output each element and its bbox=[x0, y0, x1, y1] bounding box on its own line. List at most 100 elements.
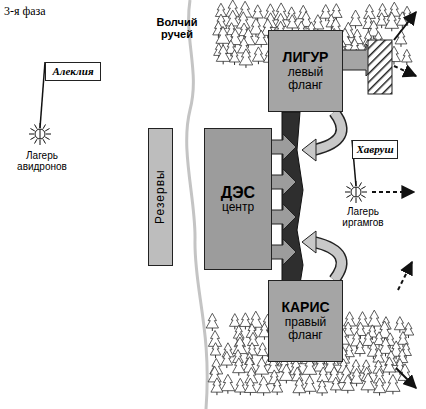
map-stroke bbox=[376, 13, 386, 25]
map-stroke bbox=[359, 354, 360, 357]
map-stroke bbox=[322, 393, 323, 396]
map-stroke bbox=[279, 364, 293, 380]
map-stroke bbox=[261, 44, 262, 47]
map-stroke bbox=[398, 331, 409, 344]
map-stroke bbox=[314, 242, 342, 280]
map-stroke bbox=[330, 377, 341, 390]
map-stroke bbox=[211, 378, 223, 392]
map-stroke bbox=[223, 61, 224, 64]
map-stroke bbox=[235, 378, 247, 392]
map-stroke bbox=[271, 239, 296, 265]
map-stroke bbox=[394, 66, 416, 76]
map-stroke bbox=[35, 139, 38, 143]
camp-name: Лагерь авидронов bbox=[6, 150, 78, 172]
map-stroke bbox=[345, 192, 350, 193]
camps bbox=[29, 123, 367, 203]
map-stroke bbox=[403, 322, 414, 335]
map-stroke bbox=[351, 182, 354, 186]
map-stroke bbox=[286, 380, 287, 383]
map-stroke bbox=[244, 378, 256, 392]
map-stroke bbox=[221, 351, 233, 365]
map-stroke bbox=[229, 314, 240, 327]
map-stroke bbox=[346, 187, 350, 190]
stream-name: Волчий ручей bbox=[144, 16, 210, 40]
map-stroke bbox=[237, 38, 250, 53]
unit-name: ЛИГУР bbox=[283, 50, 329, 65]
map-stroke bbox=[40, 140, 41, 145]
map-stroke bbox=[277, 392, 278, 395]
army-flag: Алеклия bbox=[45, 62, 101, 81]
unit-role: левый фланг bbox=[277, 66, 334, 92]
map-stroke bbox=[361, 195, 365, 198]
map-stroke bbox=[359, 197, 362, 201]
map-stroke bbox=[406, 62, 407, 65]
map-stroke bbox=[238, 373, 239, 376]
map-stroke bbox=[255, 357, 269, 374]
map-stroke bbox=[30, 129, 34, 132]
map-stroke bbox=[29, 134, 34, 135]
map-stroke bbox=[356, 187, 357, 197]
map-stroke bbox=[356, 312, 368, 326]
map-stroke bbox=[240, 392, 241, 395]
unit-name: КАРИС bbox=[281, 300, 329, 315]
map-stroke bbox=[233, 337, 247, 354]
map-stroke bbox=[402, 344, 403, 347]
hatched-unit bbox=[368, 40, 392, 94]
map-stroke bbox=[30, 137, 34, 140]
map-stroke bbox=[325, 18, 326, 21]
map-stroke bbox=[302, 231, 316, 253]
map-stroke bbox=[351, 187, 361, 197]
map-stroke bbox=[292, 367, 303, 381]
map-stroke bbox=[402, 49, 413, 62]
map-stroke bbox=[258, 61, 259, 64]
map-stroke bbox=[349, 10, 362, 26]
map-stroke bbox=[226, 10, 239, 26]
map-stroke bbox=[379, 338, 392, 354]
map-stroke bbox=[396, 368, 416, 388]
map-stroke bbox=[396, 356, 397, 359]
map-stroke bbox=[394, 12, 416, 40]
unit-name: Алеклия bbox=[52, 65, 93, 77]
map-stroke bbox=[306, 26, 307, 29]
flank-unit: КАРИСправый фланг bbox=[268, 280, 343, 362]
map-stroke bbox=[356, 383, 357, 386]
map-stroke bbox=[335, 390, 336, 393]
map-stroke bbox=[210, 343, 220, 355]
map-stroke bbox=[287, 15, 298, 28]
map-stroke bbox=[368, 310, 381, 326]
map-stroke bbox=[359, 182, 362, 186]
map-stroke bbox=[373, 378, 385, 393]
forest bbox=[206, 0, 414, 396]
map-stroke bbox=[362, 192, 367, 193]
map-stroke bbox=[233, 358, 245, 373]
map-stroke bbox=[216, 392, 217, 395]
map-stroke bbox=[317, 367, 329, 382]
map-stroke bbox=[373, 36, 374, 39]
map-stroke bbox=[391, 28, 392, 31]
map-stroke bbox=[208, 366, 221, 382]
map-stroke bbox=[40, 129, 41, 139]
map-stroke bbox=[303, 375, 316, 391]
map-stroke bbox=[348, 335, 349, 338]
map-stroke bbox=[216, 26, 230, 43]
flank-arrows bbox=[302, 112, 342, 280]
map-stroke bbox=[351, 197, 354, 201]
map-stroke bbox=[385, 353, 386, 356]
map-stroke bbox=[245, 326, 246, 329]
phase-title: 3-я фаза bbox=[4, 5, 46, 18]
map-stroke bbox=[255, 30, 267, 44]
map-stroke bbox=[361, 187, 365, 190]
map-stroke bbox=[385, 12, 399, 28]
map-stroke bbox=[368, 390, 369, 393]
map-stroke bbox=[314, 112, 342, 150]
map-stroke bbox=[349, 357, 350, 360]
map-stroke bbox=[355, 26, 356, 29]
map-stroke bbox=[398, 262, 412, 290]
map-stroke bbox=[226, 365, 227, 368]
map-stroke bbox=[381, 25, 382, 28]
map-stroke bbox=[408, 335, 409, 338]
map-stroke bbox=[355, 341, 366, 354]
map-stroke bbox=[234, 326, 235, 329]
map-stroke bbox=[252, 5, 263, 18]
